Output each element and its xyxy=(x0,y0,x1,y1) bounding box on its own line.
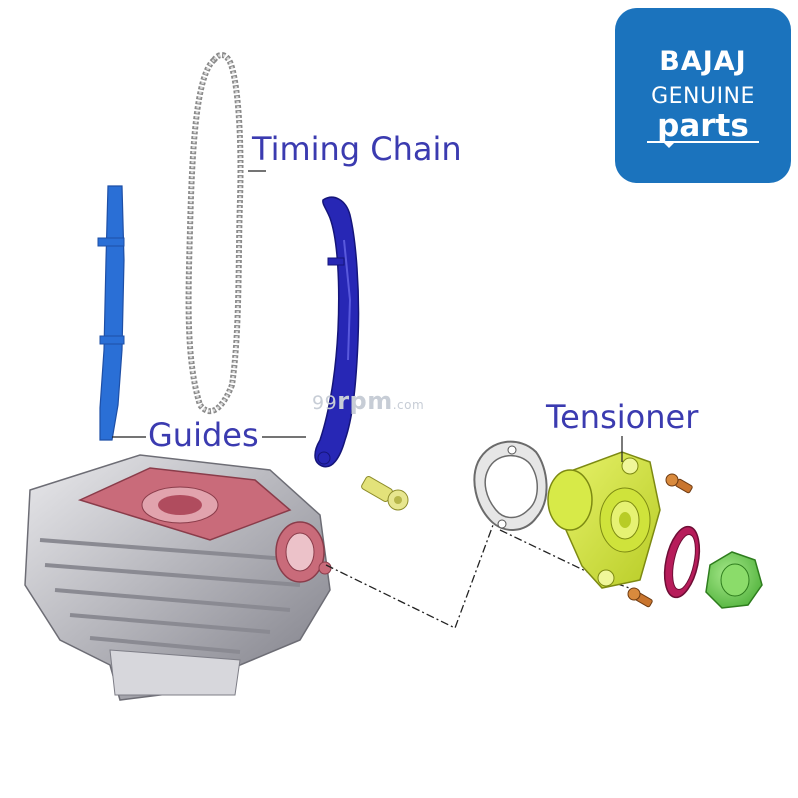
cylinder-block-illustration xyxy=(24,454,332,701)
watermark: 99rpm.com xyxy=(312,387,424,415)
tensioner-label: Tensioner xyxy=(546,398,699,436)
logo-underline-icon xyxy=(647,141,759,148)
label-leader-lines xyxy=(112,170,623,462)
tensioner-bolts-illustration xyxy=(627,473,693,608)
tensioner-cap-illustration xyxy=(705,551,763,609)
guide-rail-right-illustration xyxy=(314,196,360,468)
guides-label: Guides xyxy=(148,416,259,454)
tensioner-bolt-illustration xyxy=(361,476,409,511)
sealing-ring-illustration xyxy=(663,525,701,599)
gasket-illustration xyxy=(473,440,548,531)
bajaj-genuine-parts-logo: BAJAJ GENUINE parts xyxy=(615,8,791,183)
timing-chain-illustration xyxy=(185,52,244,414)
watermark-suffix: .com xyxy=(392,398,425,412)
logo-parts-text: parts xyxy=(657,108,749,144)
guide-rail-left-illustration xyxy=(97,185,125,441)
watermark-prefix: 99 xyxy=(312,392,338,414)
watermark-main: rpm xyxy=(337,387,393,415)
logo-genuine-text: GENUINE xyxy=(651,84,755,109)
timing-chain-label: Timing Chain xyxy=(252,130,462,168)
logo-brand-text: BAJAJ xyxy=(659,46,747,77)
tensioner-illustration xyxy=(547,451,661,589)
